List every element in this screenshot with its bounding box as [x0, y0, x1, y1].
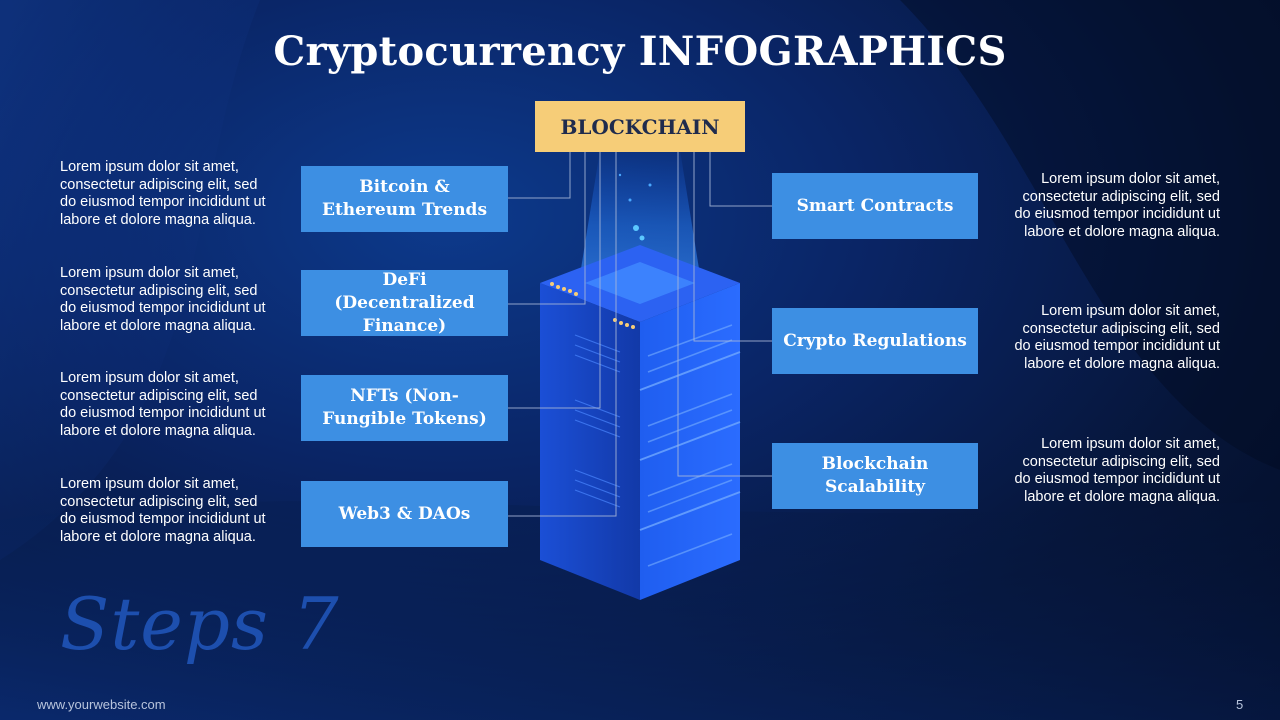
right-description-3: Lorem ipsum dolor sit amet, consectetur …: [1014, 436, 1220, 505]
left-description-4: Lorem ipsum dolor sit amet, consectetur …: [60, 476, 266, 545]
topic-box-crypto-regulations[interactable]: Crypto Regulations: [772, 308, 978, 374]
topic-box-web3-daos[interactable]: Web3 & DAOs: [301, 481, 508, 547]
left-description-3: Lorem ipsum dolor sit amet, consectetur …: [60, 370, 266, 439]
right-description-2: Lorem ipsum dolor sit amet, consectetur …: [1014, 303, 1220, 372]
page-title: Cryptocurrency INFOGRAPHICS: [273, 28, 1007, 75]
left-description-1: Lorem ipsum dolor sit amet, consectetur …: [60, 159, 266, 228]
topic-box-defi[interactable]: DeFi (Decentralized Finance): [301, 270, 508, 336]
left-description-2: Lorem ipsum dolor sit amet, consectetur …: [60, 265, 266, 334]
topic-box-blockchain-scalability[interactable]: Blockchain Scalability: [772, 443, 978, 509]
page-number: 5: [1236, 697, 1244, 712]
server-rack-icon: [540, 150, 741, 600]
topic-box-smart-contracts[interactable]: Smart Contracts: [772, 173, 978, 239]
website-url: www.yourwebsite.com: [37, 697, 166, 712]
blockchain-label: BLOCKCHAIN: [535, 101, 745, 152]
right-description-1: Lorem ipsum dolor sit amet, consectetur …: [1014, 171, 1220, 240]
topic-box-nfts[interactable]: NFTs (Non-Fungible Tokens): [301, 375, 508, 441]
topic-box-bitcoin-ethereum[interactable]: Bitcoin & Ethereum Trends: [301, 166, 508, 232]
steps-label: Steps 7: [60, 582, 340, 666]
